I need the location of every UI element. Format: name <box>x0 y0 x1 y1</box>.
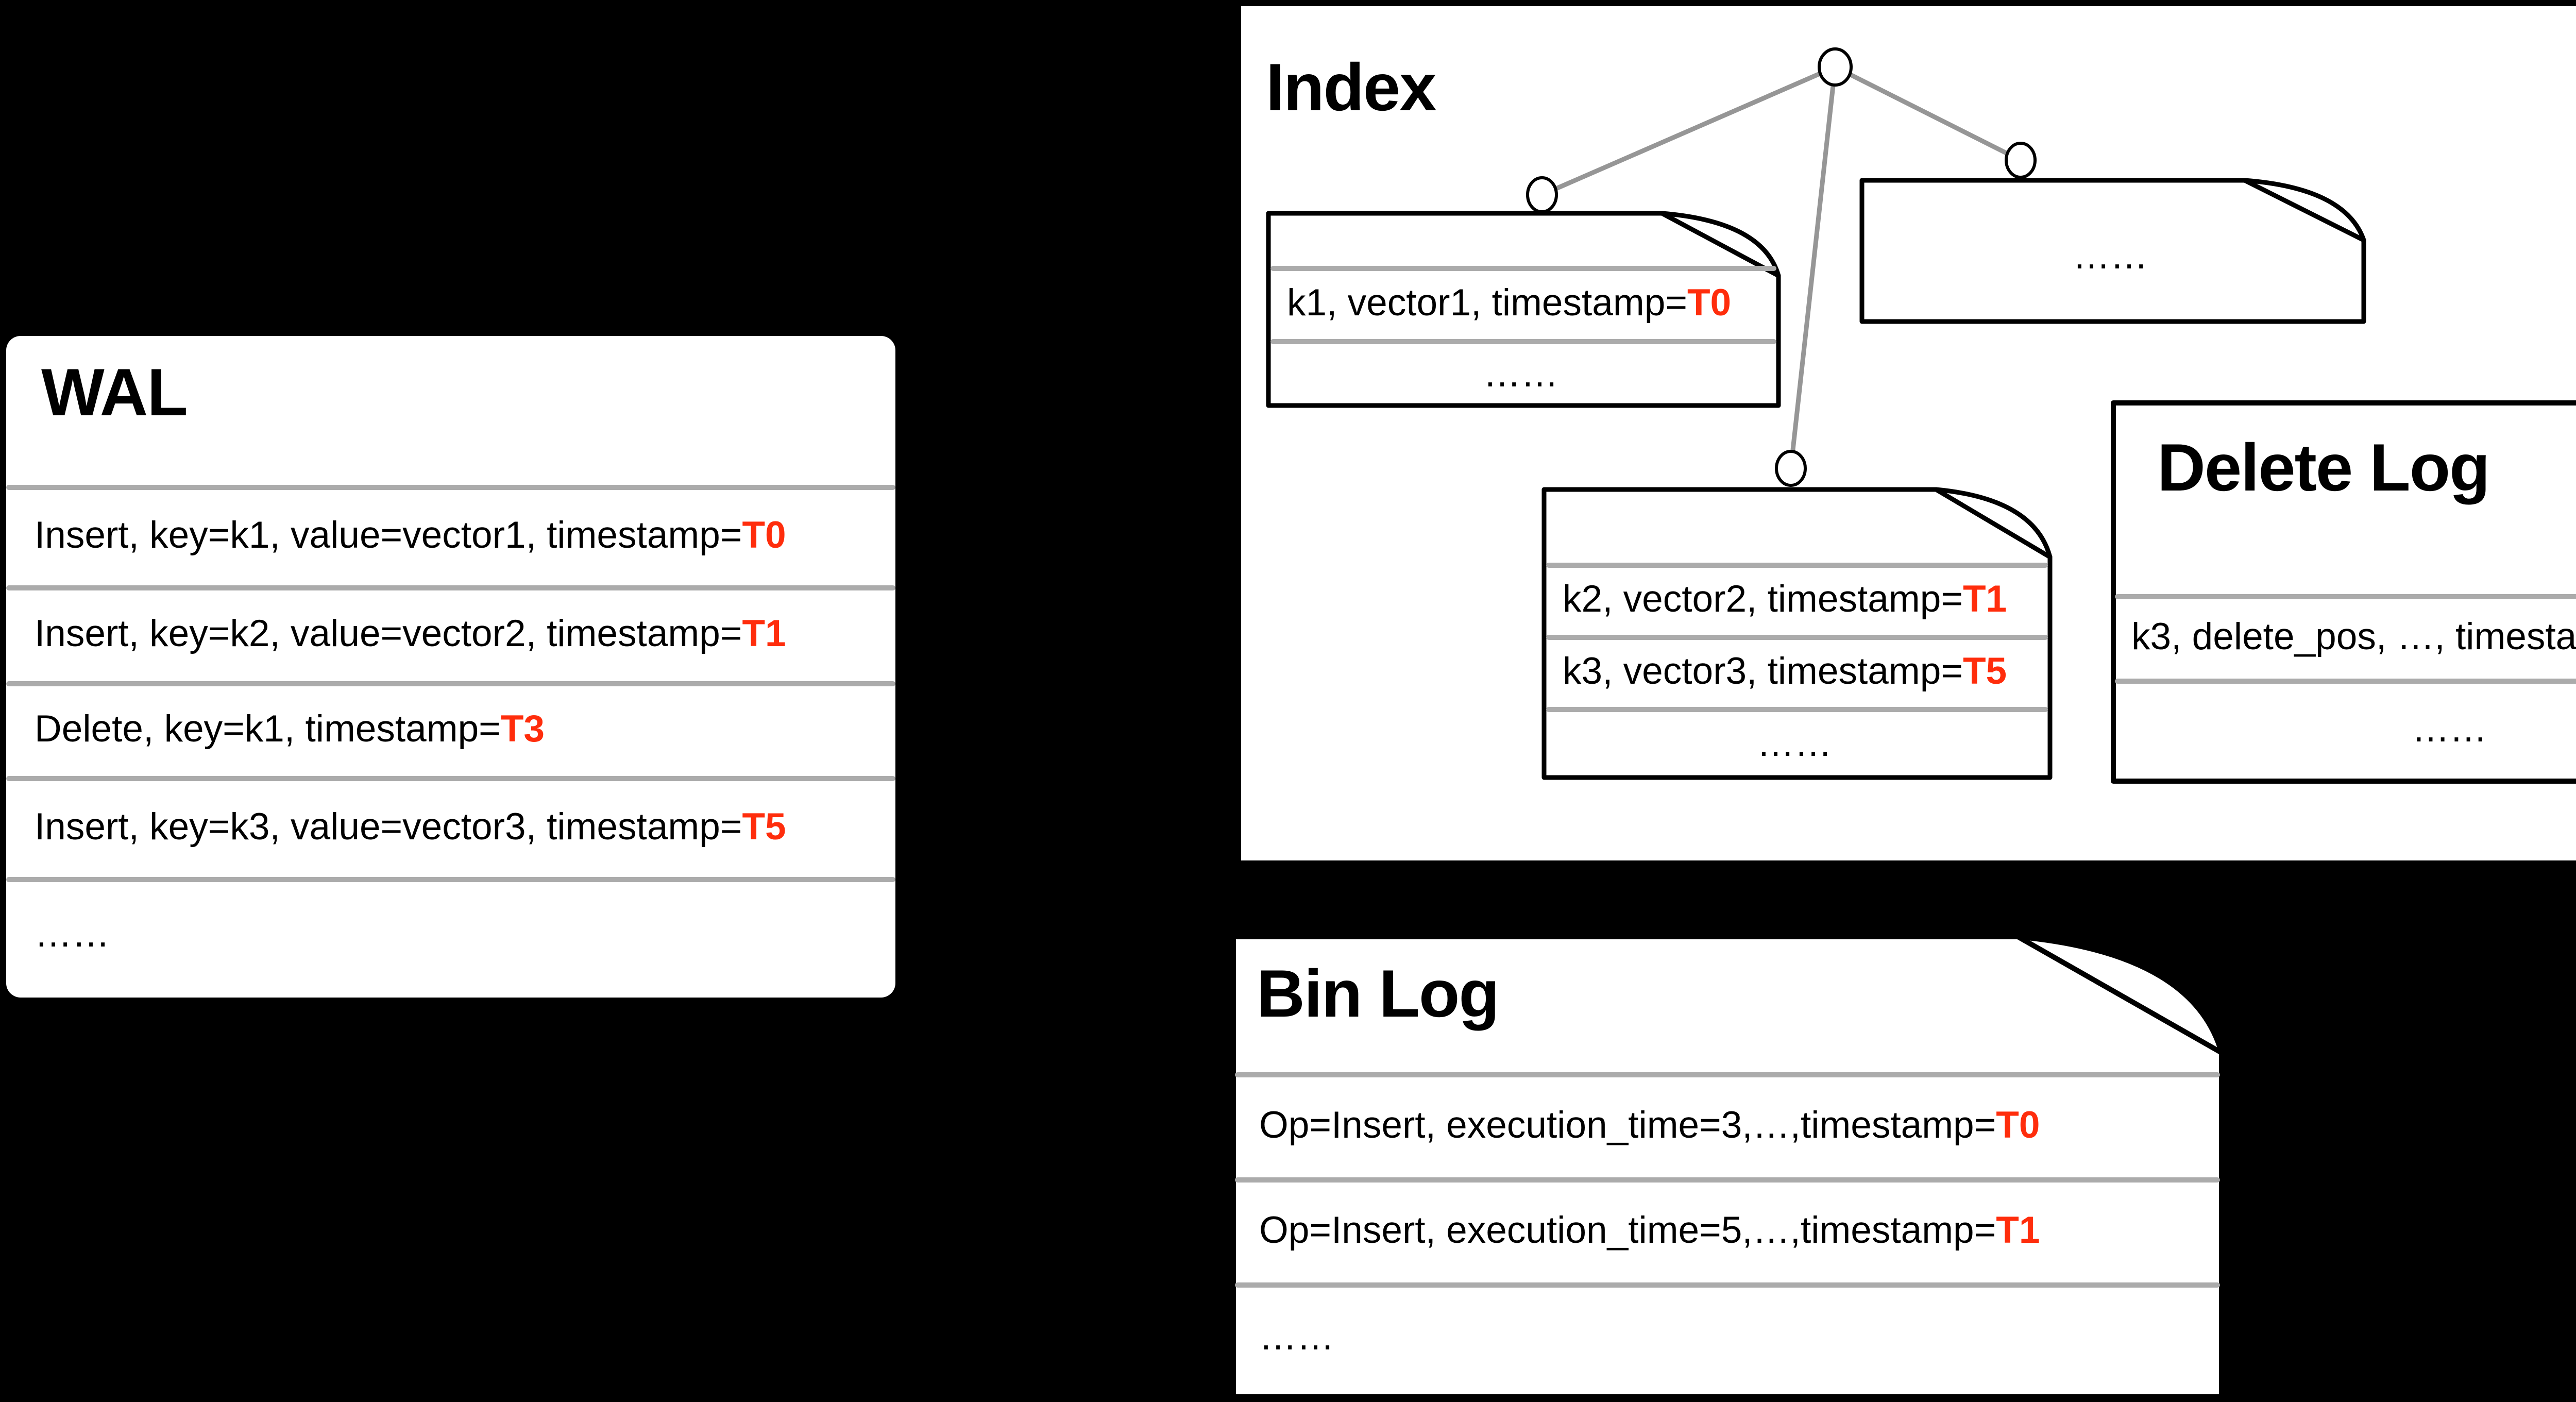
separator <box>2115 594 2576 599</box>
delete-log-row: k3, delete_pos, …, timestamp=T3 <box>2111 599 2576 673</box>
delete-log-row-text: k3, delete_pos, …, timestamp= <box>2131 615 2576 657</box>
page-outline <box>2111 400 2576 784</box>
wal-row: Delete, key=k1, timestamp=T3 <box>6 686 890 771</box>
segment-row: k1, vector1, timestamp=T0 <box>1266 271 1775 334</box>
index-segment-card-3: …… <box>1859 178 2366 324</box>
segment-row: k2, vector2, timestamp=T1 <box>1542 568 2047 630</box>
ellipsis-text: …… <box>1757 722 1832 764</box>
bin-log-title: Bin Log <box>1257 956 1500 1031</box>
separator <box>1546 707 2048 712</box>
timestamp-value: T3 <box>500 707 545 750</box>
index-segment-card-1: k1, vector1, timestamp=T0 …… <box>1266 211 1781 408</box>
segment-row-text: k1, vector1, timestamp= <box>1287 281 1687 324</box>
separator <box>1546 563 2048 568</box>
tree-edge <box>1541 64 1836 197</box>
segment-row-text: k2, vector2, timestamp= <box>1563 578 1963 620</box>
segment-row-text: k3, vector3, timestamp= <box>1563 650 1963 692</box>
tree-edge <box>1834 64 2022 163</box>
ellipsis-text: …… <box>1483 353 1558 395</box>
separator <box>1270 339 1776 344</box>
ellipsis-text: …… <box>2412 708 2487 750</box>
bin-log-row: Op=Insert, execution_time=3,…,timestamp=… <box>1231 1077 2219 1172</box>
index-title: Index <box>1266 49 1437 125</box>
separator <box>2115 679 2576 684</box>
segment-row: k3, vector3, timestamp=T5 <box>1542 640 2047 702</box>
tree-node <box>1775 450 1807 487</box>
wal-row-text: Insert, key=k2, value=vector2, timestamp… <box>35 612 742 654</box>
timestamp-value: T1 <box>1962 578 2007 620</box>
page-outline <box>1231 934 2224 1399</box>
bin-log-card: Bin Log Op=Insert, execution_time=3,…,ti… <box>1231 934 2224 1399</box>
separator <box>1270 266 1776 271</box>
timestamp-value: T5 <box>1962 650 2007 692</box>
tree-node <box>2005 142 2037 179</box>
wal-row-text: Insert, key=k1, value=vector1, timestamp… <box>35 514 742 556</box>
timestamp-value: T0 <box>1996 1104 2040 1146</box>
page-outline <box>1541 487 2053 780</box>
separator <box>1235 1177 2220 1183</box>
separator <box>6 485 895 490</box>
separator <box>1546 635 2048 640</box>
page-fold-icon <box>2015 934 2224 1055</box>
timestamp-value: T5 <box>742 805 786 848</box>
index-segment-card-2: k2, vector2, timestamp=T1 k3, vector3, t… <box>1541 487 2053 780</box>
tree-root-node <box>1818 47 1853 87</box>
bin-log-row-text: Op=Insert, execution_time=5,…,timestamp= <box>1259 1209 1996 1251</box>
wal-row-text: Insert, key=k3, value=vector3, timestamp… <box>35 805 742 848</box>
timestamp-value: T1 <box>742 612 786 654</box>
wal-row: Insert, key=k3, value=vector3, timestamp… <box>6 781 890 872</box>
wal-title: WAL <box>41 354 188 430</box>
wal-row-more: …… <box>6 882 890 985</box>
separator <box>1235 1072 2220 1077</box>
delete-log-title: Delete Log <box>2157 430 2490 505</box>
wal-panel: WAL Insert, key=k1, value=vector1, times… <box>6 336 895 998</box>
tree-node <box>1526 176 1558 213</box>
timestamp-value: T0 <box>742 514 786 556</box>
tree-edge <box>1788 66 1838 469</box>
bin-log-row-more: …… <box>1231 1288 2219 1386</box>
ellipsis-text: …… <box>1259 1315 1334 1358</box>
separator <box>6 776 895 781</box>
wal-row: Insert, key=k2, value=vector2, timestamp… <box>6 590 890 676</box>
segment-row-more: …… <box>1542 712 2047 774</box>
separator <box>1235 1282 2220 1288</box>
segment-row-more: …… <box>1860 209 2361 302</box>
delete-log-card: Delete Log k3, delete_pos, …, timestamp=… <box>2111 400 2576 784</box>
ellipsis-text: …… <box>2073 234 2148 277</box>
wal-row-text: Delete, key=k1, timestamp= <box>35 707 501 750</box>
segment-row-more: …… <box>1266 344 1775 403</box>
wal-row: Insert, key=k1, value=vector1, timestamp… <box>6 490 890 580</box>
separator <box>6 585 895 590</box>
ellipsis-text: …… <box>35 913 110 955</box>
delete-log-row-more: …… <box>2111 684 2576 774</box>
page-fold-icon <box>2242 178 2366 243</box>
page-fold-icon <box>1934 487 2053 560</box>
timestamp-value: T0 <box>1687 281 1732 324</box>
bin-log-row: Op=Insert, execution_time=5,…,timestamp=… <box>1231 1183 2219 1277</box>
bin-log-row-text: Op=Insert, execution_time=3,…,timestamp= <box>1259 1104 1996 1146</box>
page-outline <box>1859 178 2366 324</box>
separator <box>6 877 895 882</box>
index-panel: Index k1, vector1, timestamp=T0 …… <box>1241 6 2576 860</box>
timestamp-value: T1 <box>1996 1209 2040 1251</box>
separator <box>6 681 895 686</box>
